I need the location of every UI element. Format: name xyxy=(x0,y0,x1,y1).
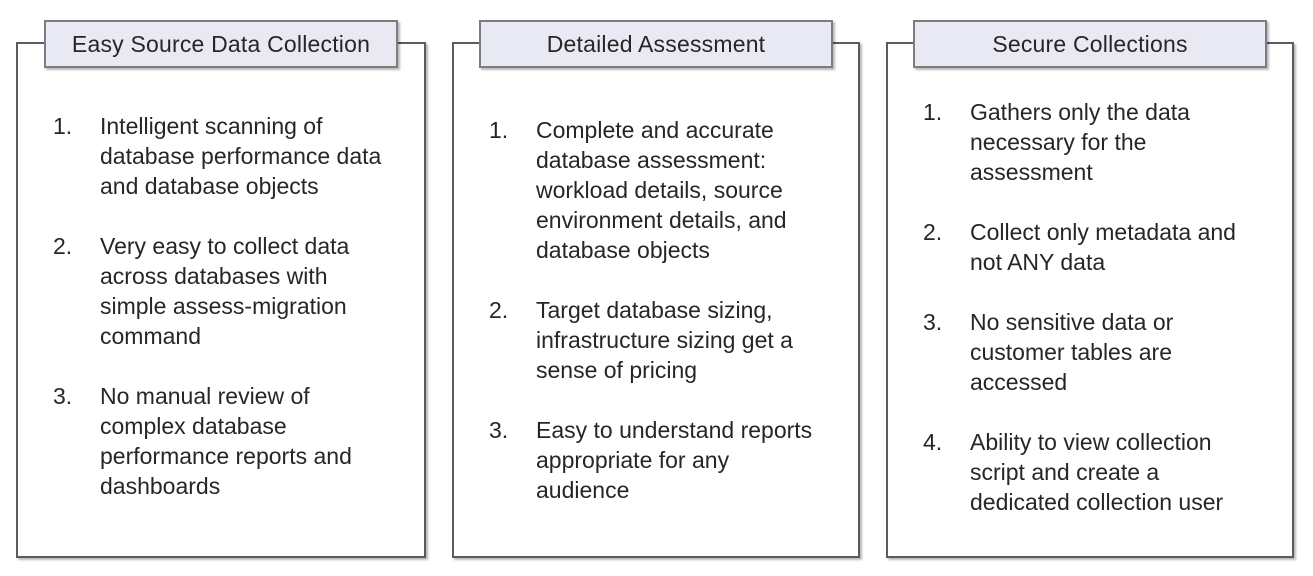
list-item-text: Easy to understand reports appropriate f… xyxy=(536,417,813,503)
list-item-number: 1. xyxy=(923,99,943,125)
list-item-number: 4. xyxy=(923,429,943,455)
list-item: 2. Very easy to collect data across datab… xyxy=(53,231,418,351)
list-item-number: 1. xyxy=(53,113,73,139)
numbered-list: 1. Intelligent scanning of database perfo… xyxy=(18,44,424,556)
list-item: 2. Target database sizing, infrastructure… xyxy=(489,295,852,385)
list-item-text: Collect only metadata and not ANY data xyxy=(970,219,1236,275)
panel-easy-source-data-collection: Easy Source Data Collection 1. Intelligen… xyxy=(16,20,426,558)
list-item: 3. No sensitive data or customer tables a… xyxy=(923,307,1286,397)
panel-title: Detailed Assessment xyxy=(546,30,766,57)
panel-detailed-assessment: Detailed Assessment 1. Complete and accur… xyxy=(452,20,860,558)
panel-secure-collections: Secure Collections 1. Gathers only the da… xyxy=(886,20,1294,558)
list-item: 2. Collect only metadata and not ANY data xyxy=(923,217,1286,277)
list-item-number: 1. xyxy=(489,117,509,143)
numbered-list: 1. Complete and accurate database assessm… xyxy=(454,44,858,556)
list-item-text: Target database sizing, infrastructure s… xyxy=(536,297,793,383)
list-item-number: 3. xyxy=(923,309,943,335)
list-item: 3. No manual review of complex database p… xyxy=(53,381,418,501)
list-item: 1. Gathers only the data necessary for th… xyxy=(923,97,1286,187)
list-item-text: Intelligent scanning of database perform… xyxy=(100,113,382,199)
numbered-list: 1. Gathers only the data necessary for th… xyxy=(888,44,1292,556)
list-item: 1. Intelligent scanning of database perfo… xyxy=(53,111,418,201)
list-item-text: Ability to view collection script and cr… xyxy=(970,429,1224,515)
panel-title-box: Secure Collections xyxy=(913,20,1267,68)
list-item: 3. Easy to understand reports appropriate… xyxy=(489,415,852,505)
panel-title-box: Easy Source Data Collection xyxy=(44,20,398,68)
list-item: 1. Complete and accurate database assessm… xyxy=(489,115,852,265)
list-item-number: 3. xyxy=(53,383,73,409)
list-item-text: Very easy to collect data across databas… xyxy=(100,233,350,349)
list-item-number: 2. xyxy=(489,297,509,323)
list-item-text: No sensitive data or customer tables are… xyxy=(970,309,1174,395)
list-item-number: 3. xyxy=(489,417,509,443)
list-item-number: 2. xyxy=(923,219,943,245)
list-item-text: Gathers only the data necessary for the … xyxy=(970,99,1190,185)
list-item-text: No manual review of complex database per… xyxy=(100,383,352,499)
list-item-text: Complete and accurate database assessmen… xyxy=(536,117,787,263)
list-item-number: 2. xyxy=(53,233,73,259)
list-item: 4. Ability to view collection script and … xyxy=(923,427,1286,517)
panel-title-box: Detailed Assessment xyxy=(479,20,833,68)
panel-title: Easy Source Data Collection xyxy=(71,30,371,57)
panel-title: Secure Collections xyxy=(992,30,1188,57)
